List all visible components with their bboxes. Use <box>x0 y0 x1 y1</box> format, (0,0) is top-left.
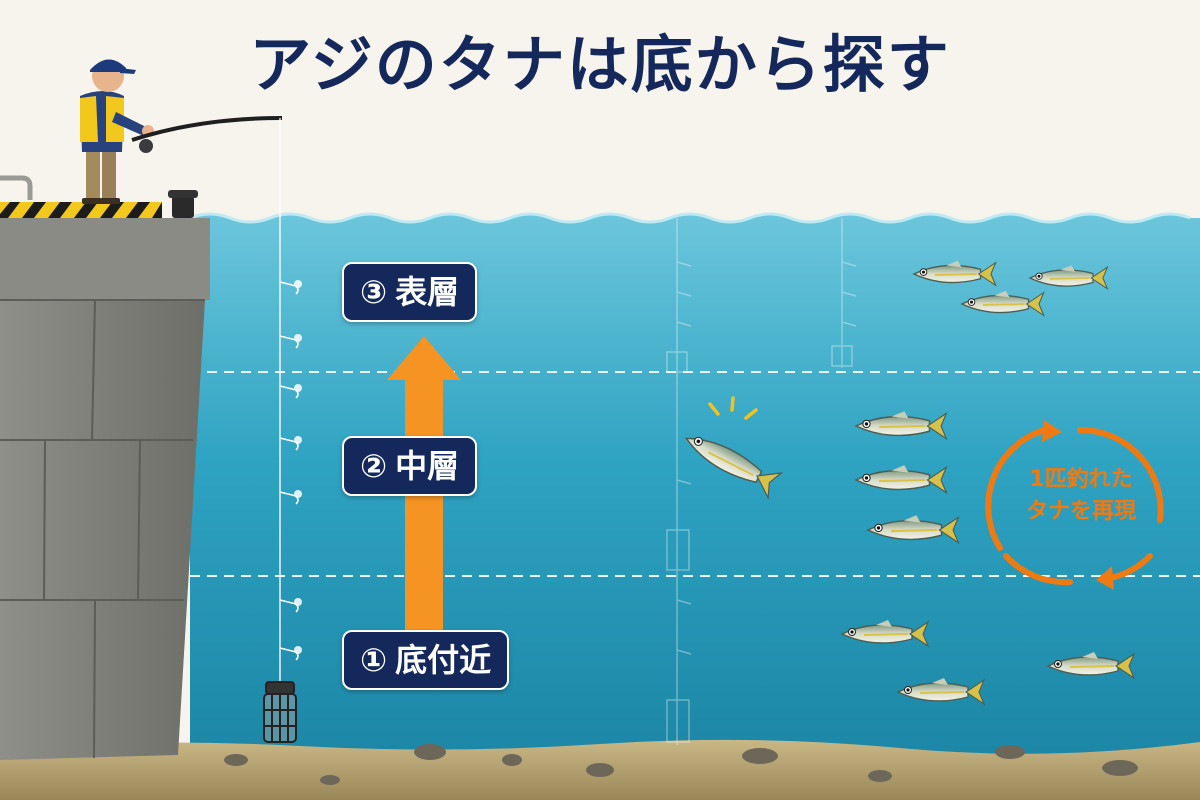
fish <box>854 465 948 495</box>
fish-school <box>840 260 1136 706</box>
bait-basket-sinker <box>263 681 297 743</box>
reel <box>139 139 153 153</box>
fish <box>866 515 960 545</box>
cycle-caption: 1匹釣れた タナを再現 <box>996 464 1166 528</box>
surprise-marks <box>708 396 758 420</box>
fish <box>1046 652 1136 680</box>
layer-name: 表層 <box>395 273 460 311</box>
water-surface-line <box>189 212 1191 224</box>
fish <box>854 411 948 441</box>
hooked-fish <box>684 436 784 500</box>
fish <box>840 620 930 648</box>
fish <box>1028 265 1109 291</box>
fishing-rod <box>131 116 283 142</box>
angler <box>80 59 154 204</box>
cycle-line-2: タナを再現 <box>1025 499 1136 524</box>
faded-rig-right <box>831 218 857 368</box>
layer-number: ② <box>360 447 388 485</box>
page-title: アジのタナは底から探す <box>249 28 951 101</box>
layer-name: 底付近 <box>395 641 492 679</box>
pier-wall <box>0 300 205 760</box>
cycle-line-1: 1匹釣れた <box>1029 467 1133 492</box>
bollard <box>172 196 194 218</box>
repeat-cycle <box>985 426 1164 586</box>
faded-rig-mid <box>666 218 692 745</box>
layer-number: ① <box>360 641 388 679</box>
layer-number: ③ <box>360 273 388 311</box>
pier-top <box>0 218 210 300</box>
cycle-arrowheads <box>1042 420 1114 590</box>
fish <box>912 260 997 287</box>
pier-railing <box>0 175 33 200</box>
fish <box>960 290 1045 317</box>
fish <box>896 678 986 706</box>
seabed-rocks <box>224 744 1138 785</box>
layer-name: 中層 <box>395 447 460 485</box>
